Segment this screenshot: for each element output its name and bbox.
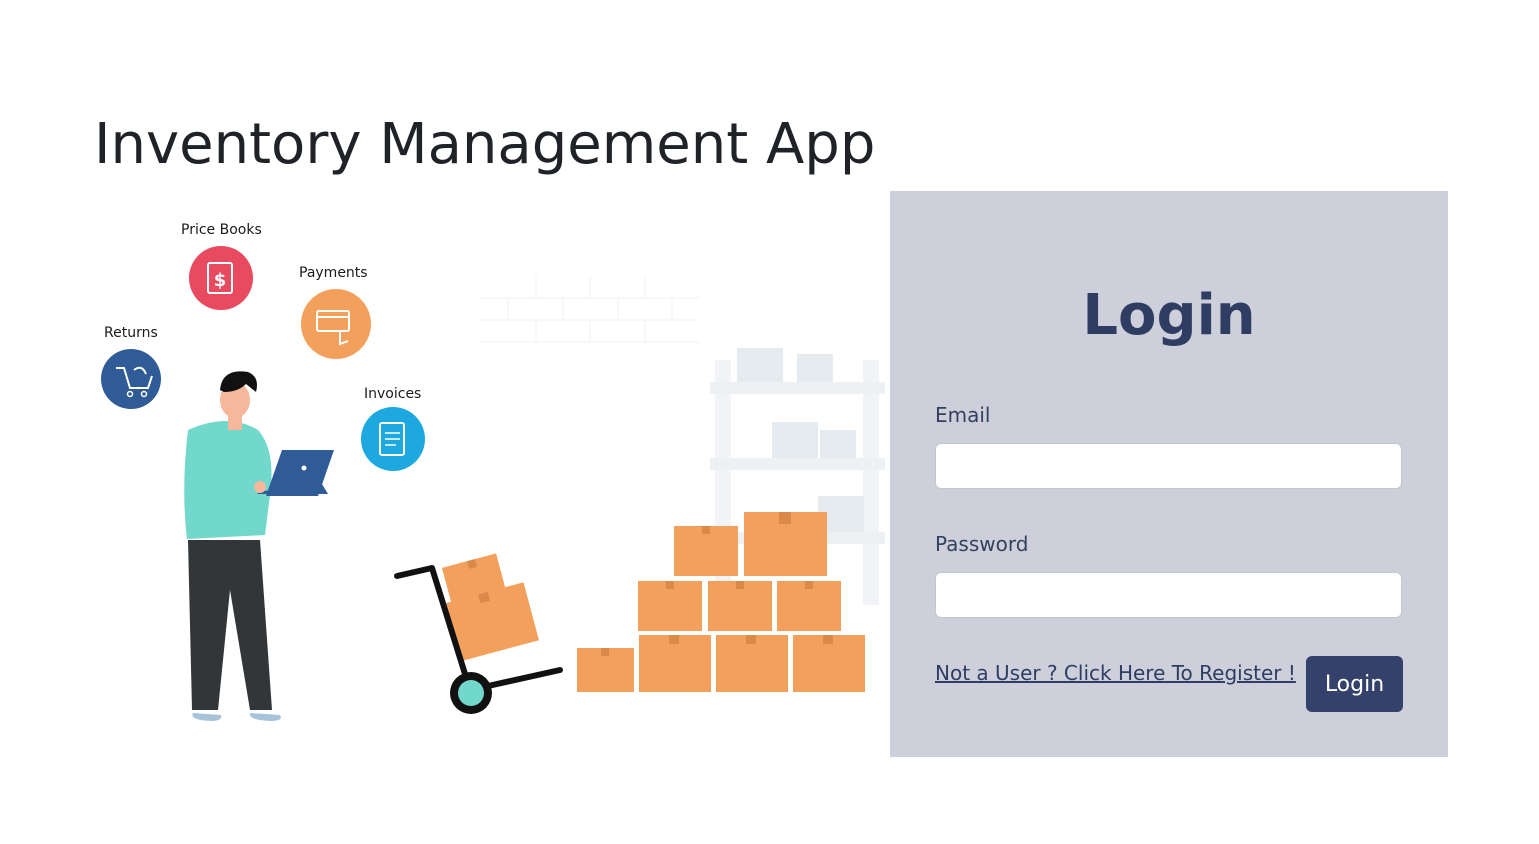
illustration-graphic: $: [101, 246, 885, 721]
login-heading: Login: [1082, 283, 1256, 348]
person-with-laptop: [184, 371, 334, 721]
brick-wall: [480, 276, 700, 343]
price-books-badge: $: [189, 246, 253, 310]
price-books-label: Price Books: [181, 222, 262, 238]
invoices-label: Invoices: [364, 386, 422, 402]
password-label: Password: [935, 532, 1029, 556]
box-stack: [577, 512, 865, 692]
returns-badge: [101, 349, 161, 409]
login-panel: Login Email Password Not a User ? Click …: [890, 191, 1448, 757]
password-field[interactable]: [935, 572, 1402, 618]
email-label: Email: [935, 403, 991, 427]
box-tapes: [601, 512, 833, 656]
payments-badge: [301, 289, 371, 359]
inventory-illustration: $ Price Books Payments Returns Invoices: [60, 210, 890, 750]
email-field[interactable]: [935, 443, 1402, 489]
hand-truck: [394, 553, 563, 714]
payments-label: Payments: [299, 265, 368, 281]
returns-label: Returns: [104, 325, 158, 341]
login-button[interactable]: Login: [1306, 656, 1403, 712]
warehouse-shelf: [710, 348, 885, 605]
invoices-badge: [361, 407, 425, 471]
app-title: Inventory Management App: [94, 112, 876, 177]
register-link[interactable]: Not a User ? Click Here To Register !: [935, 661, 1296, 685]
svg-text:$: $: [214, 270, 227, 291]
